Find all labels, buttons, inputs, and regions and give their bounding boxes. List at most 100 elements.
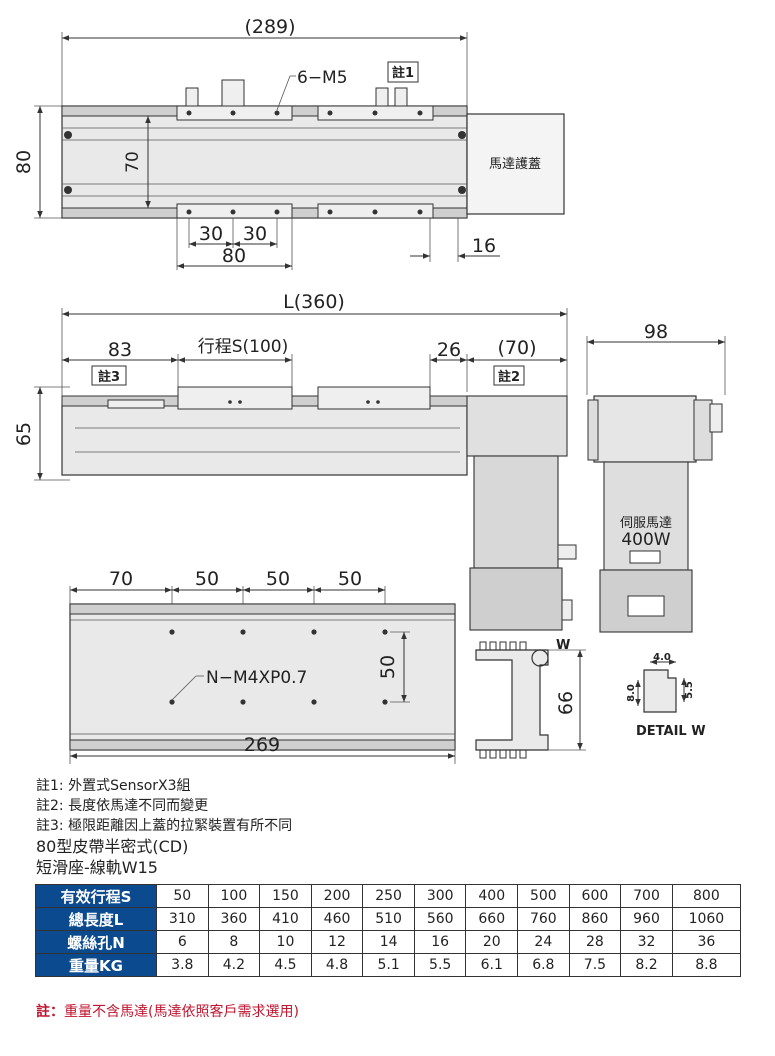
spec-cell: 800: [671, 884, 742, 908]
spec-cell: 510: [362, 907, 415, 931]
spec-cell: 460: [310, 907, 364, 931]
dim-top-hole-1: 30: [199, 223, 223, 245]
spec-cell: 14: [362, 930, 415, 954]
footnote: 註：重量不含馬達(馬達依照客戶需求選用): [36, 1001, 299, 1021]
note-3: 註3: 極限距離因上蓋的拉緊裝置有所不同: [36, 818, 293, 834]
dim-top-hole-2: 30: [243, 223, 267, 245]
dim-profile-66: 66: [555, 691, 577, 715]
spec-cell: 36: [671, 930, 742, 954]
spec-row-label: 有效行程S: [35, 884, 157, 908]
spec-cell: 50: [156, 884, 209, 908]
profile-w-label: W: [556, 638, 570, 653]
dim-side-70: (70): [497, 337, 536, 359]
spec-cell: 410: [259, 907, 312, 931]
spec-cell: 500: [517, 884, 570, 908]
spec-cell: 100: [207, 884, 261, 908]
spec-cell: 7.5: [568, 953, 622, 977]
spec-cell: 360: [207, 907, 261, 931]
profile-section: W 66 4.0 8.0 5.5 DETAIL W: [475, 638, 706, 759]
spec-cell: 6.8: [517, 953, 570, 977]
spec-cell: 8.8: [671, 953, 742, 977]
note-tag-3: 註3: [98, 369, 120, 385]
spec-cell: 4.8: [310, 953, 364, 977]
spec-row-label: 總長度L: [35, 907, 157, 931]
spec-cell: 5.1: [362, 953, 415, 977]
note-1: 註1: 外置式SensorX3組: [36, 778, 191, 794]
dim-bottom-269: 269: [244, 734, 280, 756]
detail-dim-80: 8.0: [626, 684, 637, 702]
spec-cell: 16: [413, 930, 467, 954]
spec-cell: 20: [465, 930, 519, 954]
spec-cell: 400: [465, 884, 519, 908]
top-view: (289) 80 70: [13, 16, 565, 270]
spec-cell: 310: [156, 907, 209, 931]
spec-cell: 5.5: [413, 953, 467, 977]
spec-cell: 4.5: [259, 953, 312, 977]
servo-label: 伺服馬達: [620, 516, 672, 531]
spec-cell: 960: [620, 907, 673, 931]
dim-bottom-50b: 50: [266, 568, 290, 590]
spec-cell: 6: [156, 930, 209, 954]
dim-end-98: 98: [644, 321, 668, 343]
side-view: L(360) 83 行程S(100) 26 (70) 註3 註2 65: [13, 291, 726, 633]
footnote-text: 重量不含馬達(馬達依照客戶需求選用): [64, 1004, 299, 1020]
spec-cell: 150: [259, 884, 312, 908]
dim-top-hole-total: 80: [222, 245, 246, 267]
detail-dim-40: 4.0: [653, 652, 671, 663]
bottom-view: 70 50 50 50 50 N−M4XP0.7 269: [69, 568, 456, 764]
dim-bottom-50a: 50: [195, 568, 219, 590]
note-tag-2: 註2: [498, 369, 520, 385]
dim-bottom-70: 70: [109, 568, 133, 590]
note-tag-1: 註1: [392, 65, 414, 81]
dim-side-left: 83: [108, 339, 132, 361]
technical-drawing: (289) 80 70: [13, 16, 726, 764]
spec-cell: 28: [568, 930, 622, 954]
detail-dim-55: 5.5: [684, 681, 695, 699]
spec-cell: 8: [207, 930, 261, 954]
dim-bottom-50v: 50: [377, 655, 399, 679]
detail-w-label: DETAIL W: [636, 724, 706, 739]
dim-top-inner: 70: [123, 151, 143, 173]
dim-side-26: 26: [437, 339, 461, 361]
motor-cover: [466, 113, 565, 215]
spec-cell: 760: [517, 907, 570, 931]
spec-row-label: 重量KG: [35, 953, 157, 977]
spec-cell: 660: [465, 907, 519, 931]
dim-side-height: 65: [13, 422, 35, 446]
spec-cell: 10: [259, 930, 312, 954]
spec-cell: 8.2: [620, 953, 673, 977]
bottom-body: [69, 603, 456, 751]
spec-cell: 12: [310, 930, 364, 954]
dim-top-width: (289): [244, 16, 295, 38]
spec-cell: 32: [620, 930, 673, 954]
slider-line: 短滑座-線軌W15: [36, 858, 158, 877]
spec-cell: 300: [413, 884, 467, 908]
spec-cell: 600: [568, 884, 622, 908]
spec-cell: 860: [568, 907, 622, 931]
spec-cell: 3.8: [156, 953, 209, 977]
spec-cell: 1060: [671, 907, 742, 931]
side-stroke-label: 行程S(100): [198, 337, 289, 357]
spec-cell: 24: [517, 930, 570, 954]
notes-block: 註1: 外置式SensorX3組 註2: 長度依馬達不同而變更 註3: 極限距離…: [36, 776, 736, 878]
model-line: 80型皮帶半密式(CD): [36, 837, 189, 856]
dim-top-height: 80: [13, 150, 35, 174]
spec-cell: 560: [413, 907, 467, 931]
spec-cell: 4.2: [207, 953, 261, 977]
footnote-prefix: 註：: [36, 1004, 64, 1020]
servo-power: 400W: [621, 530, 670, 550]
spec-cell: 700: [620, 884, 673, 908]
spec-cell: 250: [362, 884, 415, 908]
motor-cover-label: 馬達護蓋: [489, 156, 541, 172]
side-body: [61, 404, 468, 476]
spec-cell: 6.1: [465, 953, 519, 977]
label-top-holes: 6−M5: [297, 68, 348, 88]
dim-bottom-50c: 50: [338, 568, 362, 590]
dim-top-motor-offset: 16: [472, 235, 496, 257]
label-bottom-holes: N−M4XP0.7: [206, 668, 307, 688]
